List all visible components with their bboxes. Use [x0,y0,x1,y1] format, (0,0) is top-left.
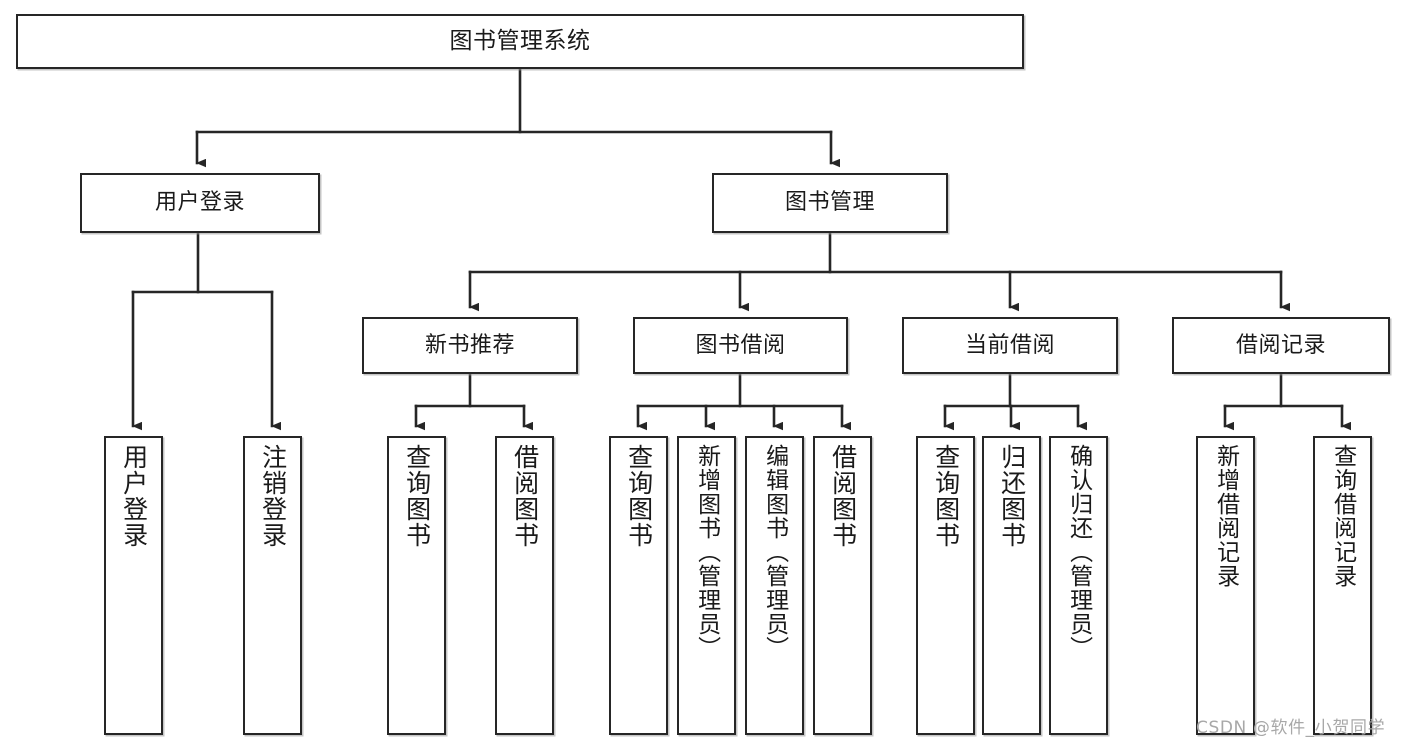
node-book-borrow[interactable]: 图书借阅 [633,317,848,374]
leaf-add-borrow-record[interactable]: 新增借阅记录 [1196,436,1255,735]
leaf-logout-login[interactable]: 注销登录 [243,436,302,735]
leaf-edit-book[interactable]: 编辑图书（管理员） [745,436,804,735]
leaf-confirm-return[interactable]: 确认归还（管理员） [1049,436,1108,735]
csdn-watermark: CSDN @软件_小贺同学 [1196,718,1386,738]
node-label: 查询图书 [931,444,961,548]
leaf-query-borrow-record[interactable]: 查询借阅记录 [1313,436,1372,735]
node-borrow-record[interactable]: 借阅记录 [1172,317,1390,374]
node-label: 新增借阅记录 [1212,444,1239,588]
node-label: 编辑图书（管理员） [761,444,788,660]
node-label: 归还图书 [997,444,1027,548]
node-label: 查询图书 [402,444,432,548]
leaf-borrow-book[interactable]: 借阅图书 [813,436,872,735]
node-label: 确认归还（管理员） [1065,444,1092,660]
node-label: 借阅图书 [510,444,540,548]
node-label: 查询图书 [624,444,654,548]
node-label: 借阅图书 [828,444,858,548]
node-book-manage[interactable]: 图书管理 [712,173,948,233]
leaf-return-book[interactable]: 归还图书 [982,436,1041,735]
leaf-borrow-book-recommend[interactable]: 借阅图书 [495,436,554,735]
node-current-borrow[interactable]: 当前借阅 [902,317,1118,374]
node-new-book-recommend[interactable]: 新书推荐 [362,317,578,374]
node-label: 借阅记录 [1235,332,1326,358]
node-label: 图书管理 [784,190,875,216]
node-root-system[interactable]: 图书管理系统 [16,14,1024,69]
leaf-query-book-borrow[interactable]: 查询图书 [609,436,668,735]
node-user-login[interactable]: 用户登录 [80,173,320,233]
node-label: 新增图书（管理员） [693,444,720,660]
node-label: 新书推荐 [424,332,515,358]
node-label: 注销登录 [258,444,288,548]
node-label: 图书借阅 [695,332,786,358]
leaf-query-book-recommend[interactable]: 查询图书 [387,436,446,735]
node-label: 用户登录 [154,190,245,216]
node-label: 图书管理系统 [449,28,591,55]
node-label: 用户登录 [119,444,149,548]
node-label: 查询借阅记录 [1329,444,1356,588]
leaf-query-book-current[interactable]: 查询图书 [916,436,975,735]
node-label: 当前借阅 [964,332,1055,358]
leaf-add-book[interactable]: 新增图书（管理员） [677,436,736,735]
leaf-user-login[interactable]: 用户登录 [104,436,163,735]
